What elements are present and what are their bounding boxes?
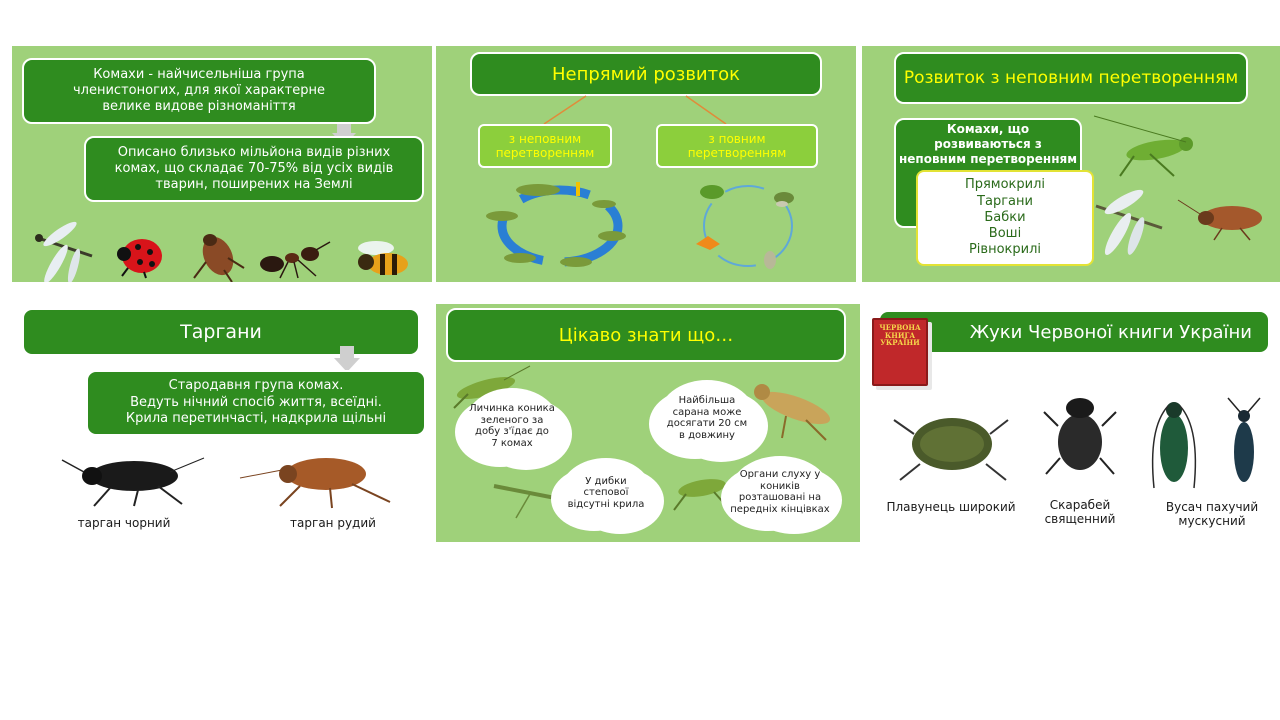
- cockroach-description-box: Стародавня група комах. Ведуть нічний сп…: [86, 370, 426, 436]
- interesting-facts-title: Цікаво знати що…: [446, 308, 846, 362]
- incomplete-metamorphosis-box: з неповним перетворенням: [478, 124, 612, 168]
- slide-cockroaches: Таргани Стародавня група комах. Ведуть н…: [12, 304, 432, 544]
- grasshopper-icon: [1093, 115, 1193, 177]
- order-item: Рівнокрилі: [968, 242, 1042, 258]
- branch-lines: [543, 95, 727, 125]
- insect-orders-list: Прямокрилі Таргани Бабки Воші Рівнокрилі: [916, 170, 1094, 266]
- butterfly-cycle-diagram: [696, 185, 794, 269]
- red-book-icon: ЧЕРВОНА КНИГА УКРАЇНИ: [872, 318, 928, 386]
- diving-beetle-icon: [893, 418, 1009, 481]
- grasshopper-cycle-diagram: [486, 182, 626, 267]
- green-grasshopper-icon: [453, 365, 531, 409]
- black-cockroach-icon: [61, 457, 205, 507]
- ladybug-icon: [117, 239, 162, 279]
- red-cockroach-label: тарган рудий: [290, 516, 376, 530]
- fact-cloud-hearing: Органи слуху у коників розташовані на пе…: [730, 456, 830, 528]
- musk-beetle-icon: [1151, 402, 1197, 489]
- dragonfly-icon: [1095, 189, 1163, 255]
- grasshopper-small-icon: [673, 479, 731, 511]
- incomplete-metamorphosis-title: Розвиток з неповним перетворенням: [894, 52, 1248, 104]
- slide-incomplete-metamorphosis: Розвиток з неповним перетворенням Комахи…: [862, 46, 1280, 282]
- slide-red-book-beetles: Жуки Червоної книги України ЧЕРВОНА КНИГ…: [864, 304, 1280, 544]
- cockchafer-icon: [193, 234, 245, 282]
- red-book-title: Жуки Червоної книги України: [878, 310, 1270, 354]
- slide-indirect-development: Непрямий розвиток з неповним перетворенн…: [436, 46, 856, 282]
- dragonfly-icon: [35, 221, 93, 282]
- slide-interesting-facts: Цікаво знати що… Личинка коника зеленого…: [436, 304, 860, 542]
- cockroach-icon: [1177, 199, 1262, 241]
- fact-cloud-wingless: У дибки степової відсутні крила: [560, 458, 652, 528]
- ant-icon: [260, 241, 331, 279]
- indirect-development-title: Непрямий розвиток: [470, 52, 822, 96]
- longhorn-beetle-icon: [1227, 397, 1261, 482]
- species-count-box: Описано близько мільйона видів різних ко…: [84, 136, 424, 202]
- order-item: Воші: [988, 226, 1022, 242]
- order-item: Таргани: [977, 193, 1033, 209]
- cockroaches-title: Таргани: [22, 308, 420, 356]
- down-arrow-icon: [334, 346, 360, 372]
- black-cockroach-label: тарган чорний: [77, 516, 171, 530]
- locust-icon: [754, 384, 831, 441]
- red-cockroach-icon: [239, 458, 391, 509]
- beetle-label-diving: Плавунець широкий: [886, 500, 1016, 514]
- fact-cloud-larva: Личинка коника зеленого за добу з'їдає д…: [464, 388, 560, 464]
- intro-box: Комахи - найчисельніша група членистоног…: [22, 58, 376, 124]
- complete-metamorphosis-box: з повним перетворенням: [656, 124, 818, 168]
- bee-icon: [358, 241, 408, 275]
- slide-insects-intro: Комахи - найчисельніша група членистоног…: [12, 46, 432, 282]
- fact-cloud-locust: Найбільша сарана може досягати 20 см в д…: [658, 380, 756, 456]
- beetle-label-musk: Вусач пахучий мускусний: [1165, 500, 1259, 528]
- beetle-label-scarab: Скарабей священний: [1044, 498, 1116, 526]
- down-arrow-icon: [332, 124, 356, 146]
- order-item: Прямокрилі: [964, 177, 1046, 193]
- order-item: Бабки: [984, 209, 1026, 225]
- scarab-icon: [1043, 398, 1117, 475]
- red-book-cover-text: ЧЕРВОНА КНИГА УКРАЇНИ: [879, 323, 921, 348]
